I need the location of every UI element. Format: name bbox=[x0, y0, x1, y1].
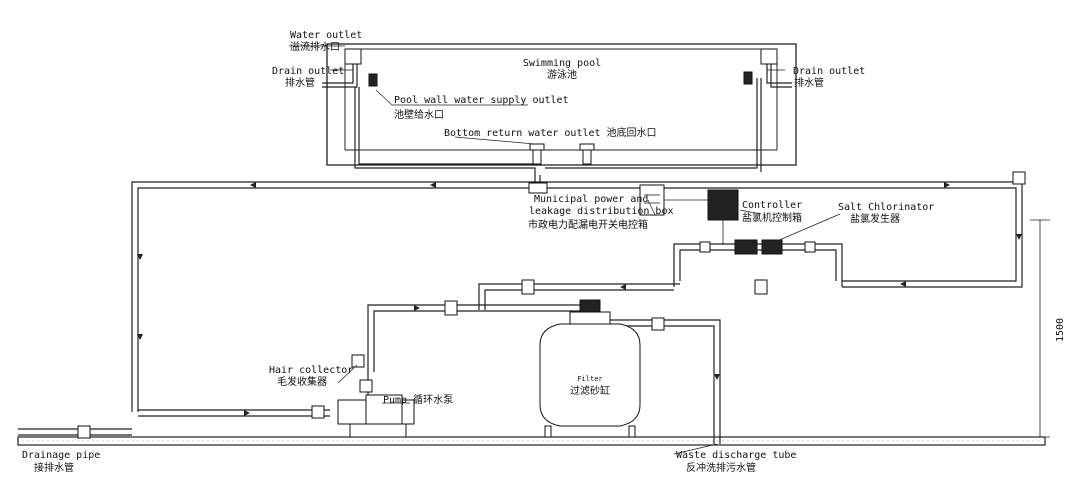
labels: Water outlet 溢流排水口 Drain outlet 排水管 Swim… bbox=[22, 30, 934, 474]
salt-chlorinator-label-en: Salt Chlorinator bbox=[838, 202, 934, 213]
chlorinator-branch bbox=[673, 239, 843, 287]
drain-outlet-left-cn: 排水管 bbox=[285, 76, 315, 89]
pool-pipes bbox=[322, 64, 792, 175]
hair-collector-label-en: Hair collector bbox=[269, 365, 353, 376]
drainage-label-en: Drainage pipe bbox=[22, 450, 100, 461]
salt-chlorinator-label-cn: 盐氯发生器 bbox=[850, 212, 900, 225]
drainage-label-cn: 接排水管 bbox=[34, 461, 74, 474]
drainage-pipe bbox=[18, 425, 132, 439]
main-return-loop bbox=[131, 171, 1026, 412]
waste-tube-label-en: Waste discharge tube bbox=[676, 450, 796, 461]
dimension-1500: 1500 bbox=[1030, 219, 1066, 438]
filter-pipes bbox=[367, 279, 768, 444]
pump-label: Pump 循环水泵 bbox=[383, 393, 453, 406]
water-outlet-label-en: Water outlet bbox=[290, 30, 362, 41]
flow-arrows bbox=[137, 182, 1022, 416]
controller-label-en: Controller bbox=[742, 200, 802, 211]
filter-label-cn: 过滤砂缸 bbox=[570, 384, 610, 397]
water-outlet-label-cn: 溢流排水口 bbox=[290, 40, 340, 53]
leader-lines bbox=[289, 45, 841, 455]
dimension-label: 1500 bbox=[1055, 318, 1066, 342]
controller-label-cn: 盐氯机控制箱 bbox=[742, 211, 802, 224]
swimming-pool-label-en: Swimming pool bbox=[523, 58, 601, 69]
municipal-label-1: Municipal power and bbox=[534, 194, 648, 205]
ground-slab bbox=[17, 436, 1046, 446]
sand-filter: Filter 过滤砂缸 bbox=[539, 299, 641, 438]
waste-tube-label-cn: 反冲洗排污水管 bbox=[686, 461, 756, 474]
municipal-label-cn: 市政电力配漏电开关电控箱 bbox=[528, 218, 648, 231]
bottom-return-label: Bottom return water outlet 池底回水口 bbox=[444, 126, 657, 139]
filter-label-en: Filter bbox=[577, 375, 602, 383]
wall-supply-label-en: Pool wall water supply outlet bbox=[394, 95, 569, 106]
electrical-devices bbox=[639, 184, 739, 244]
drain-outlet-right-en: Drain outlet bbox=[793, 66, 865, 77]
hair-collector-label-cn: 毛发收集器 bbox=[277, 375, 327, 388]
drain-outlet-right-cn: 排水管 bbox=[794, 76, 824, 89]
drain-outlet-left-en: Drain outlet bbox=[272, 66, 344, 77]
municipal-label-2: leakage distribution box bbox=[529, 206, 674, 217]
pump-assembly bbox=[138, 354, 415, 438]
swimming-pool-label-cn: 游泳池 bbox=[547, 68, 577, 81]
swimming-pool bbox=[326, 43, 797, 166]
wall-supply-label-cn: 池壁给水口 bbox=[394, 108, 444, 121]
